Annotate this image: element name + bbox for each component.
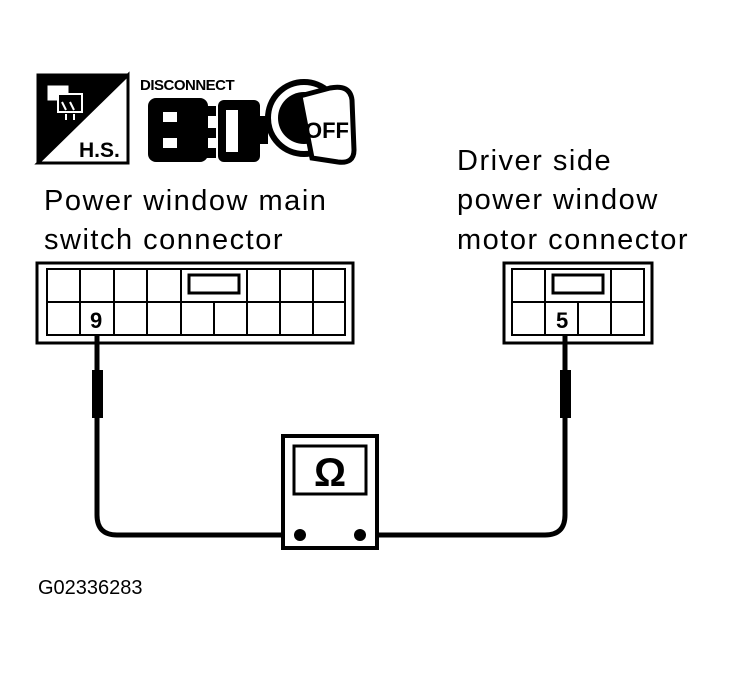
disconnect-label: DISCONNECT	[140, 77, 235, 94]
right-connector-label-line3: motor connector	[457, 224, 689, 256]
left-connector: 9	[35, 261, 355, 345]
meter-terminal-right	[354, 529, 366, 541]
meter-terminal-left	[294, 529, 306, 541]
hs-label: H.S.	[79, 139, 120, 162]
left-probe-lead	[92, 336, 298, 538]
right-probe-lead	[361, 336, 571, 538]
left-connector-label-line1: Power window main	[44, 185, 327, 217]
right-connector-label-line1: Driver side	[457, 145, 612, 177]
right-connector-label-line2: power window	[457, 184, 659, 216]
off-label: OFF	[305, 118, 349, 143]
ignition-off-icon: OFF	[265, 79, 357, 165]
left-connector-label-line2: switch connector	[44, 224, 284, 256]
ohm-symbol: Ω	[314, 451, 346, 495]
harness-side-icon: H.S.	[34, 71, 130, 165]
ohmmeter: Ω	[281, 434, 379, 550]
figure-code: G02336283	[38, 577, 143, 599]
left-connector-pin: 9	[90, 308, 102, 333]
disconnect-icon: DISCONNECT	[140, 77, 268, 162]
right-connector: 5	[502, 261, 654, 345]
right-connector-pin: 5	[556, 308, 568, 333]
